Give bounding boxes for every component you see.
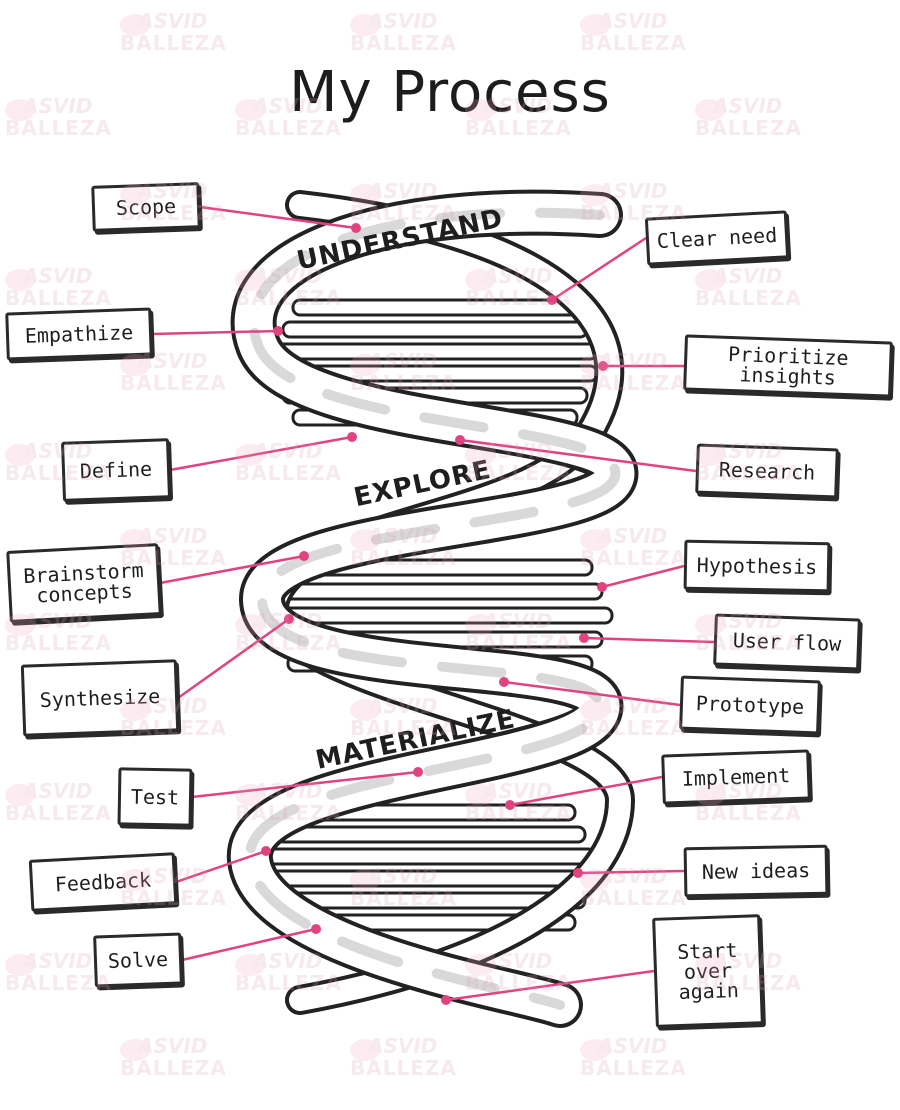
connector-line bbox=[199, 205, 357, 230]
connector-dot bbox=[573, 868, 583, 878]
connector-dot bbox=[505, 800, 515, 810]
connector-line bbox=[503, 680, 681, 707]
helix-rung bbox=[266, 606, 614, 625]
step-label-synthesize: Synthesize bbox=[20, 659, 180, 737]
connector-line bbox=[445, 969, 655, 1002]
helix-rung bbox=[271, 342, 599, 361]
step-label-solve: Solve bbox=[93, 932, 183, 988]
connector-line bbox=[159, 554, 305, 585]
connector-dot bbox=[441, 995, 451, 1005]
connector-line bbox=[583, 636, 715, 644]
connector-line bbox=[551, 236, 647, 302]
connector-dot bbox=[284, 614, 294, 624]
connector-line bbox=[169, 435, 353, 472]
step-label-implement: Implement bbox=[661, 749, 811, 805]
connector-line bbox=[181, 927, 317, 962]
step-label-feedback: Feedback bbox=[28, 852, 178, 912]
connector-dot bbox=[579, 633, 589, 643]
step-label-brainstorm-concepts: Brainstorm concepts bbox=[6, 543, 162, 623]
step-label-hypothesis: Hypothesis bbox=[683, 539, 831, 593]
helix-rung bbox=[265, 847, 597, 866]
step-label-define: Define bbox=[60, 438, 172, 502]
connector-line bbox=[601, 564, 685, 589]
connector-dot bbox=[455, 435, 465, 445]
helix-rung bbox=[276, 582, 604, 601]
connector-dot bbox=[499, 677, 509, 687]
helix-rung bbox=[281, 320, 589, 339]
connector-dot bbox=[273, 326, 283, 336]
helix-rung bbox=[265, 869, 597, 888]
connector-line bbox=[191, 770, 419, 799]
step-label-user-flow: User flow bbox=[713, 613, 861, 671]
connector-dot bbox=[261, 846, 271, 856]
connector-line bbox=[177, 617, 290, 700]
helix-rung bbox=[275, 825, 587, 844]
step-label-test: Test bbox=[117, 767, 193, 827]
helix-rung bbox=[291, 298, 579, 317]
step-label-prototype: Prototype bbox=[679, 675, 821, 735]
step-label-start-over-again: Start over again bbox=[652, 914, 764, 1028]
connector-line bbox=[175, 849, 267, 884]
connector-line bbox=[151, 329, 279, 336]
page-title: My Process bbox=[289, 60, 611, 125]
connector-dot bbox=[597, 582, 607, 592]
connector-dot bbox=[299, 551, 309, 561]
step-label-prioritize-insights: Prioritize insights bbox=[683, 334, 893, 398]
connector-dot bbox=[311, 924, 321, 934]
connector-dot bbox=[547, 295, 557, 305]
step-label-new-ideas: New ideas bbox=[683, 844, 829, 898]
connector-line bbox=[509, 775, 663, 807]
connector-dot bbox=[347, 432, 357, 442]
step-label-empathize: Empathize bbox=[5, 307, 153, 361]
helix-ribbon-shading bbox=[244, 207, 621, 1010]
connector-dot bbox=[413, 767, 423, 777]
connector-dot bbox=[351, 223, 361, 233]
connector-line bbox=[459, 438, 697, 473]
step-label-clear-need: Clear need bbox=[644, 210, 790, 266]
connector-line bbox=[577, 869, 685, 875]
step-label-scope: Scope bbox=[91, 182, 201, 232]
connector-dot bbox=[598, 361, 608, 371]
step-label-research: Research bbox=[695, 443, 839, 499]
